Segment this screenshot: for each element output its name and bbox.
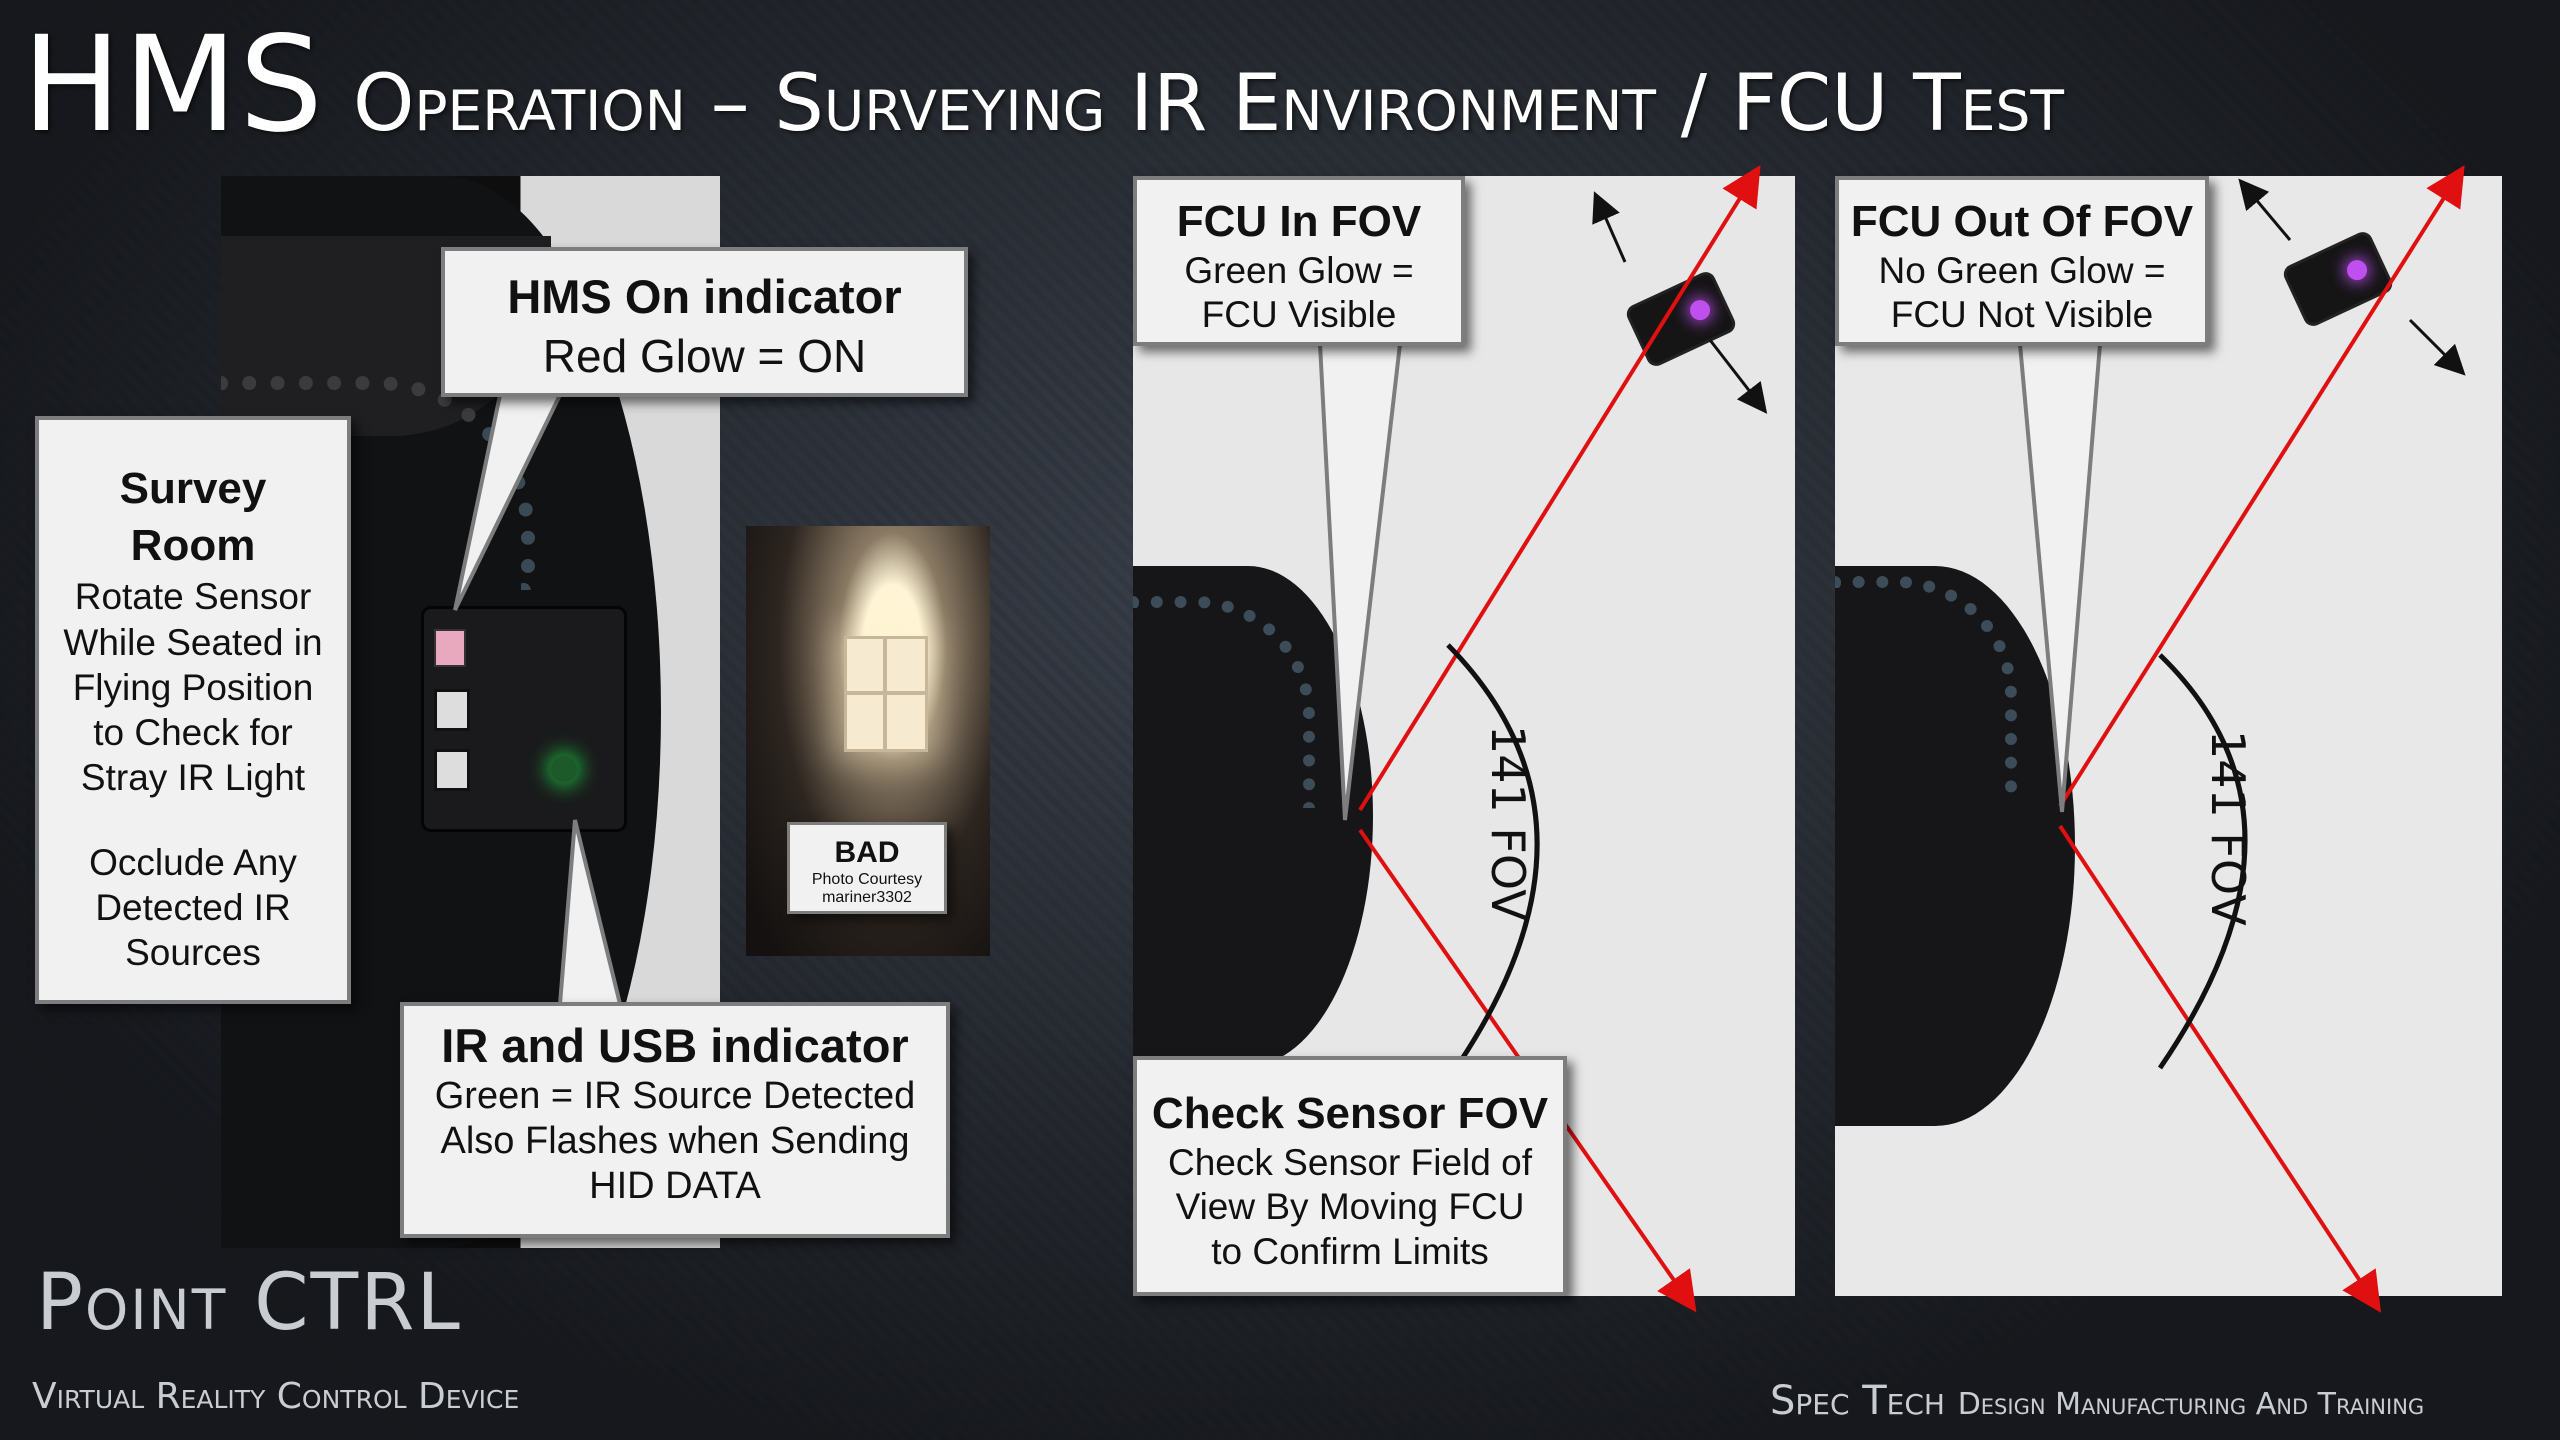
fcu-in-head: FCU In FOV bbox=[1176, 197, 1422, 246]
survey-line: Rotate Sensor bbox=[74, 576, 312, 618]
callout-tail-fcu-out bbox=[2017, 342, 2103, 813]
fov-arc-mid bbox=[1446, 643, 1540, 1064]
survey-head-1: Survey bbox=[119, 464, 267, 513]
sensor-device bbox=[421, 606, 627, 832]
survey-line: Detected IR bbox=[95, 887, 291, 929]
bright-window bbox=[844, 636, 928, 752]
footer-company: Spec Tech bbox=[1770, 1378, 1945, 1424]
usb-port bbox=[434, 689, 470, 731]
move-arrow-up-mid bbox=[1592, 191, 1627, 263]
fov-line-lower-right bbox=[2058, 824, 2382, 1313]
aux-port bbox=[434, 749, 470, 791]
ir-usb-line: HID DATA bbox=[589, 1165, 761, 1208]
check-line: to Confirm Limits bbox=[1211, 1230, 1489, 1272]
bad-head: BAD bbox=[834, 836, 900, 869]
ir-usb-callout: IR and USB indicator Green = IR Source D… bbox=[400, 1002, 950, 1238]
bad-room-photo bbox=[746, 526, 990, 956]
fov-label-mid: 141 FOV bbox=[1481, 725, 1535, 921]
move-arrow-up-right bbox=[2238, 178, 2292, 241]
fcu-in-line: FCU Visible bbox=[1201, 294, 1397, 336]
fcu-in-line: Green Glow = bbox=[1184, 249, 1414, 291]
bad-line: Photo Courtesy bbox=[811, 871, 923, 888]
fov-arc-right bbox=[2157, 653, 2248, 1070]
survey-head-2: Room bbox=[130, 521, 256, 571]
title-rest: Operation – Surveying IR Environment / F… bbox=[352, 59, 2064, 149]
bad-line: mariner3302 bbox=[822, 889, 912, 907]
slide-title: HMS Operation – Surveying IR Environment … bbox=[22, 8, 2064, 162]
move-arrow-down-mid bbox=[1708, 339, 1768, 414]
check-fov-callout: Check Sensor FOV Check Sensor Field of V… bbox=[1133, 1056, 1567, 1296]
fcu-out-line: No Green Glow = bbox=[1878, 249, 2166, 291]
survey-line: Stray IR Light bbox=[80, 756, 306, 798]
callout-tail-ir bbox=[557, 819, 623, 1006]
survey-line: Occlude Any bbox=[89, 842, 297, 883]
ir-usb-line: Green = IR Source Detected bbox=[434, 1075, 916, 1118]
fcu-in-fov-callout: FCU In FOV Green Glow = FCU Visible bbox=[1133, 176, 1465, 346]
fcu-out-fov-callout: FCU Out Of FOV No Green Glow = FCU Not V… bbox=[1835, 176, 2209, 346]
fcu-out-head: FCU Out Of FOV bbox=[1850, 197, 2194, 246]
fov-line-upper-right bbox=[2058, 165, 2465, 808]
hms-on-head: HMS On indicator bbox=[507, 270, 902, 323]
footer-tagline: Design Manufacturing And Training bbox=[1957, 1387, 2425, 1422]
fcu-out-fov-photo bbox=[1835, 176, 2502, 1296]
hms-on-callout: HMS On indicator Red Glow = ON bbox=[441, 247, 968, 397]
survey-line: to Check for bbox=[93, 711, 293, 753]
callout-tail-fcu-in bbox=[1317, 342, 1403, 821]
title-main: HMS bbox=[22, 8, 325, 162]
callout-tail-hms bbox=[453, 393, 564, 611]
hms-on-line: Red Glow = ON bbox=[542, 330, 867, 383]
fov-line-upper-mid bbox=[1358, 165, 1761, 812]
check-line: Check Sensor Field of bbox=[1167, 1141, 1532, 1183]
move-arrow-down-right bbox=[2408, 318, 2466, 376]
check-head: Check Sensor FOV bbox=[1151, 1089, 1549, 1138]
footer-credit: Spec Tech Design Manufacturing And Train… bbox=[1770, 1378, 2424, 1424]
survey-line: Sources bbox=[125, 932, 261, 974]
power-led bbox=[434, 629, 466, 667]
fcu-out-line: FCU Not Visible bbox=[1890, 294, 2154, 336]
bad-callout: BAD Photo Courtesy mariner3302 bbox=[787, 822, 947, 914]
survey-room-callout: Survey Room Rotate Sensor While Seated i… bbox=[35, 416, 351, 1004]
survey-line: Flying Position bbox=[72, 666, 314, 708]
ir-led bbox=[551, 756, 577, 782]
brand-title: Point CTRL bbox=[36, 1258, 462, 1348]
survey-line: While Seated in bbox=[63, 621, 323, 663]
ir-usb-head: IR and USB indicator bbox=[441, 1019, 909, 1072]
brand-subtitle: Virtual Reality Control Device bbox=[32, 1376, 520, 1417]
fov-label-right: 141 FOV bbox=[2201, 730, 2255, 926]
check-line: View By Moving FCU bbox=[1175, 1186, 1525, 1228]
ir-usb-line: Also Flashes when Sending bbox=[440, 1120, 910, 1163]
